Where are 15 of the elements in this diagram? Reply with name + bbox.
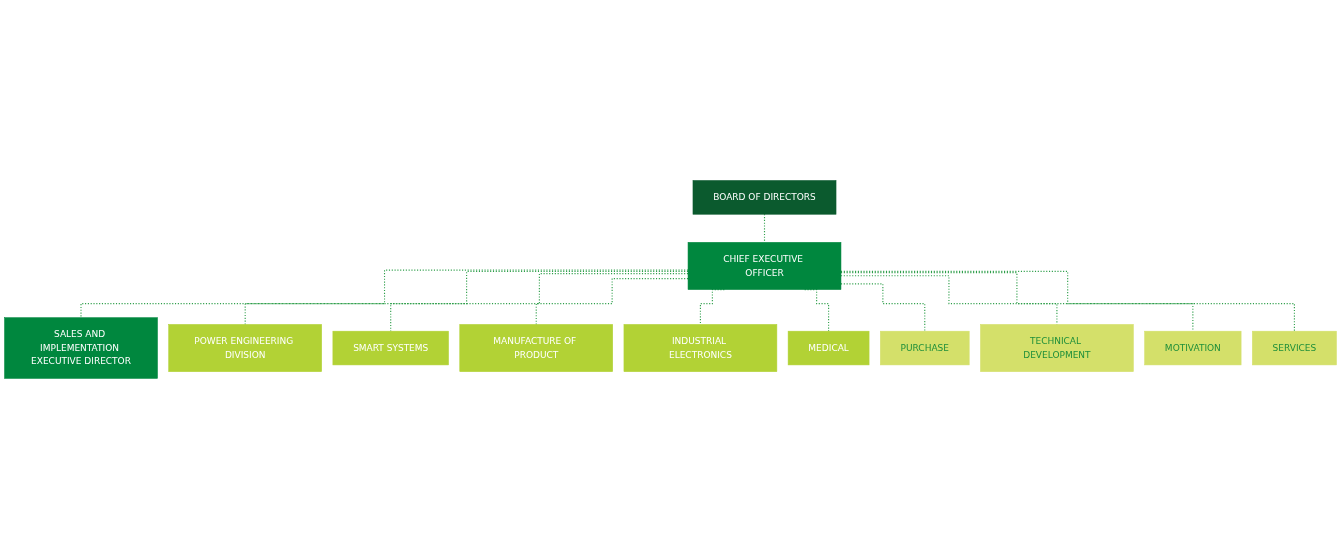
node-box: INDUSTRIAL ELECTRONICS bbox=[623, 324, 778, 372]
node-box: CHIEF EXECUTIVE OFFICER bbox=[687, 242, 842, 290]
node-box: SALES AND IMPLEMENTATION EXECUTIVE DIRECTOR bbox=[4, 317, 158, 379]
node-box: SMART SYSTEMS bbox=[332, 330, 449, 366]
connector bbox=[840, 272, 1194, 332]
node-box: POWER ENGINEERING DIVISION bbox=[168, 324, 322, 372]
node-box: BOARD OF DIRECTORS bbox=[692, 180, 837, 215]
node-box: SERVICES bbox=[1252, 330, 1337, 366]
node-box: MOTIVATION bbox=[1144, 330, 1242, 366]
connector bbox=[840, 283, 926, 332]
connector bbox=[840, 270, 1295, 332]
node-box: MEDICAL bbox=[787, 330, 870, 366]
node-box: TECHNICAL DEVELOPMENT bbox=[980, 324, 1134, 372]
node-box: MANUFACTURE OF PRODUCT bbox=[459, 324, 613, 372]
node-box: PURCHASE bbox=[880, 330, 970, 366]
